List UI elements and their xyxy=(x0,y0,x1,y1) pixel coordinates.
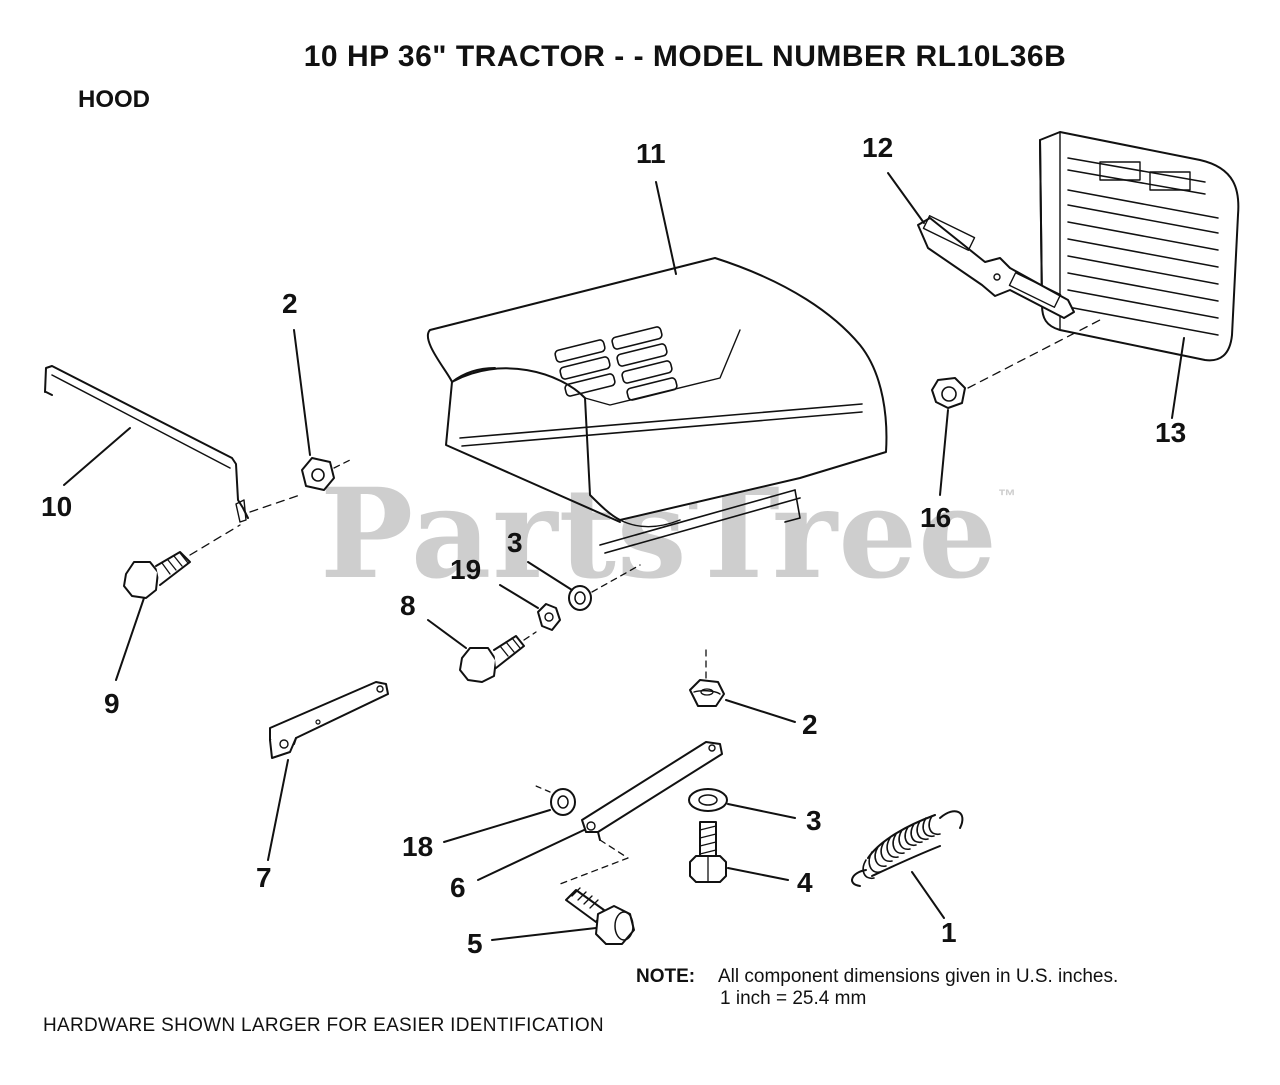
leader-7 xyxy=(267,759,289,861)
axis-8 xyxy=(523,631,537,641)
leader-8 xyxy=(427,619,467,649)
part-2-nut-upper[interactable] xyxy=(301,457,335,491)
axis-6 xyxy=(559,839,629,885)
leader-9 xyxy=(115,597,145,681)
part-6-link[interactable] xyxy=(581,741,723,841)
callout-4: 4 xyxy=(797,867,813,898)
part-5-bolt[interactable] xyxy=(565,887,635,945)
leader-2-lower xyxy=(725,699,796,723)
leader-3-upper xyxy=(527,561,573,591)
part-19-lockwasher[interactable] xyxy=(537,603,561,631)
axis-2-upper xyxy=(333,459,351,469)
leader-10 xyxy=(63,427,131,486)
leader-16 xyxy=(939,409,949,496)
part-11-hood[interactable] xyxy=(426,257,888,554)
callout-2-upper: 2 xyxy=(282,288,298,319)
part-9-bolt[interactable] xyxy=(123,551,191,599)
callout-3-lower: 3 xyxy=(806,805,822,836)
callout-13: 13 xyxy=(1155,417,1187,448)
callout-3-upper: 3 xyxy=(507,527,523,558)
callout-1: 1 xyxy=(941,917,957,948)
callout-6: 6 xyxy=(450,872,466,903)
leader-19 xyxy=(499,584,539,609)
axis-3-upper xyxy=(591,564,641,593)
leader-11 xyxy=(655,181,677,275)
leader-13 xyxy=(1171,337,1185,419)
part-13-grille[interactable] xyxy=(1039,131,1240,362)
leader-3-lower xyxy=(727,803,796,819)
callout-7: 7 xyxy=(256,862,272,893)
callout-12: 12 xyxy=(862,132,894,163)
diagram-title: 10 HP 36" TRACTOR - - MODEL NUMBER RL10L… xyxy=(303,40,1067,73)
dimension-note: NOTE: All component dimensions given in U… xyxy=(636,966,1118,1010)
part-10-rod[interactable] xyxy=(44,365,249,523)
part-7-bracket[interactable] xyxy=(269,681,389,759)
axis-9 xyxy=(189,524,241,556)
leader-12 xyxy=(887,172,925,224)
note-text-1: All component dimensions given in U.S. i… xyxy=(718,966,1119,987)
axis-10 xyxy=(249,494,301,513)
callout-16: 16 xyxy=(920,502,952,533)
section-label: HOOD xyxy=(78,86,150,113)
part-8-bolt[interactable] xyxy=(459,635,525,683)
leader-6 xyxy=(477,829,585,881)
note-line-1: NOTE: All component dimensions given in U… xyxy=(636,966,1118,988)
callout-5: 5 xyxy=(467,928,483,959)
axis-18 xyxy=(535,785,551,793)
watermark-mark: ™ xyxy=(998,486,1018,506)
part-3-washer-upper[interactable] xyxy=(568,585,592,611)
axis-16 xyxy=(967,319,1101,389)
callout-2-lower: 2 xyxy=(802,709,818,740)
callout-18: 18 xyxy=(402,831,434,862)
part-4-bolt[interactable] xyxy=(689,821,727,883)
callout-11: 11 xyxy=(636,138,666,169)
part-18-washer[interactable] xyxy=(550,788,576,816)
callout-10: 10 xyxy=(41,491,73,522)
note-text-2: 1 inch = 25.4 mm xyxy=(720,988,867,1009)
part-16-grommet[interactable] xyxy=(931,377,966,409)
callout-8: 8 xyxy=(400,590,416,621)
leader-2-upper xyxy=(293,329,311,456)
leader-5 xyxy=(491,927,597,941)
note-label: NOTE: xyxy=(636,966,696,987)
callout-9: 9 xyxy=(104,688,120,719)
callout-19: 19 xyxy=(450,554,482,585)
leader-18 xyxy=(443,809,551,843)
part-3-washer-lower[interactable] xyxy=(688,788,728,812)
part-1-spring[interactable] xyxy=(851,810,964,887)
leader-4 xyxy=(727,867,789,881)
part-2-nut-lower[interactable] xyxy=(689,679,725,707)
hardware-footnote: HARDWARE SHOWN LARGER FOR EASIER IDENTIF… xyxy=(43,1015,604,1036)
part-12-bracket[interactable] xyxy=(917,215,1075,319)
leader-1 xyxy=(911,871,945,919)
